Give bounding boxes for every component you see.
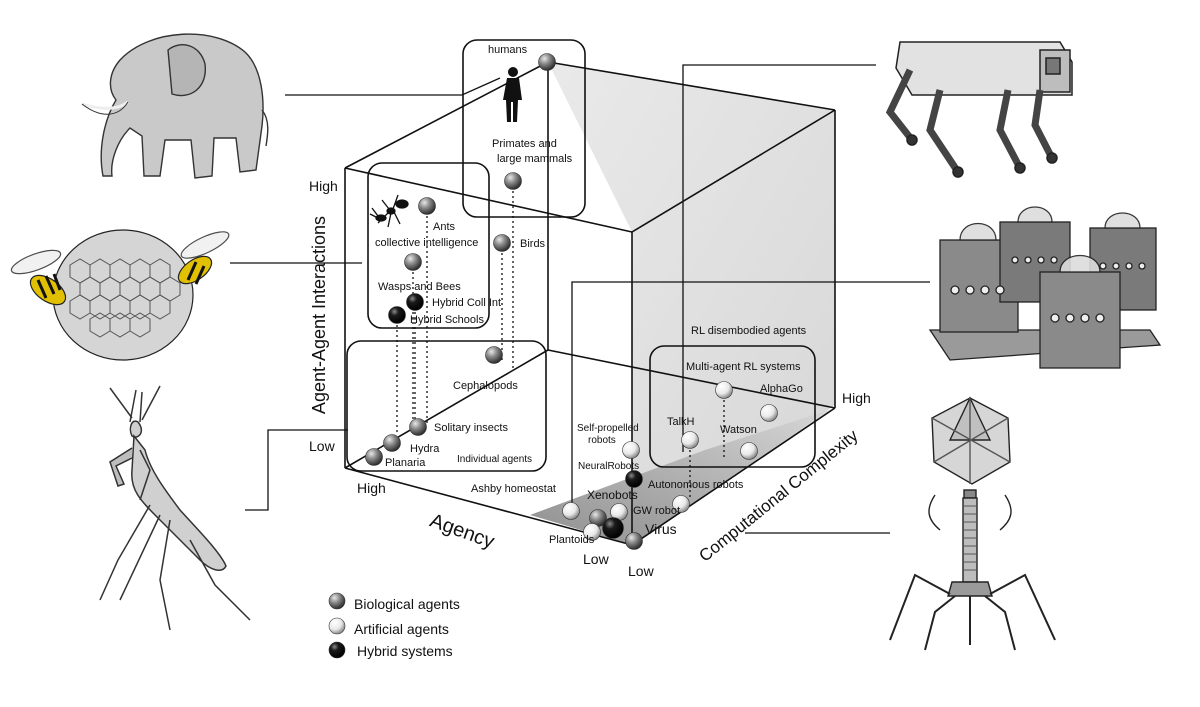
legend-artificial-marker xyxy=(328,617,346,635)
solitary-insects-point xyxy=(409,418,427,436)
label-cephalopods: Cephalopods xyxy=(453,380,518,392)
label-autonomous: Autonomous robots xyxy=(648,479,744,491)
label-solitary: Solitary insects xyxy=(434,422,508,434)
label-humans: humans xyxy=(488,44,528,56)
label-plantoids: Plantoids xyxy=(549,534,595,546)
agent-spheres xyxy=(365,53,778,550)
agency-axis-title: Agency xyxy=(427,510,497,553)
dotted-projections xyxy=(396,181,725,500)
elephant-illustration-icon xyxy=(81,33,269,179)
label-primates-2: large mammals xyxy=(497,153,573,165)
vertical-axis-title: Agent-Agent Interactions xyxy=(309,216,329,414)
back-wall-shading xyxy=(548,62,835,545)
group-boxes xyxy=(346,39,816,472)
label-primates-1: Primates and xyxy=(492,138,557,150)
human-silhouette-icon xyxy=(503,67,522,122)
quadruped-robot-illustration-icon xyxy=(885,41,1073,178)
label-xenobots: Xenobots xyxy=(587,488,638,502)
hybrid-plant-point xyxy=(602,517,624,539)
ant-icon xyxy=(369,194,409,228)
gw-robot-point xyxy=(672,495,690,513)
watson-point xyxy=(760,404,778,422)
label-watson: Watson xyxy=(720,424,757,436)
hybrid-schools-point xyxy=(388,306,406,324)
plantoids-point xyxy=(583,523,601,541)
praying-mantis-illustration-icon xyxy=(99,385,251,631)
label-rl-disembodied: RL disembodied agents xyxy=(691,325,807,337)
legend-biological-label: Biological agents xyxy=(354,596,460,612)
vertical-axis-high: High xyxy=(309,178,338,194)
agency-axis-low: Low xyxy=(583,551,610,567)
complexity-axis-low: Low xyxy=(628,563,655,579)
planaria-point xyxy=(365,448,383,466)
autonomous-robots-point xyxy=(625,470,643,488)
complexity-axis-high: High xyxy=(842,390,871,406)
label-hybrid-schools: Hybrid Schools xyxy=(410,314,484,326)
birds-point xyxy=(493,234,511,252)
hybrid-coll-point xyxy=(406,293,424,311)
humans-box xyxy=(462,39,586,218)
legend-artificial-label: Artificial agents xyxy=(354,621,449,637)
label-ants: Ants xyxy=(433,221,456,233)
label-talkh: TalkH xyxy=(667,416,695,428)
legend-hybrid-marker xyxy=(328,641,346,659)
ashby-point xyxy=(562,502,580,520)
rl-box xyxy=(649,345,816,468)
label-multi-rl: Multi-agent RL systems xyxy=(686,361,801,373)
bacteriophage-illustration-icon xyxy=(889,396,1056,651)
label-planaria: Planaria xyxy=(385,457,426,469)
label-gw-robot: GW robot xyxy=(633,505,680,517)
label-ashby: Ashby homeostat xyxy=(471,483,556,495)
agency-axis-high: High xyxy=(357,480,386,496)
label-virus: Virus xyxy=(645,521,677,537)
label-individual: Individual agents xyxy=(457,454,532,465)
hydra-point xyxy=(383,434,401,452)
label-neuralrobots: NeuralRobots xyxy=(578,461,639,472)
illustration-connectors xyxy=(230,64,930,534)
label-self-propelled-1: Self-propelled xyxy=(577,423,639,434)
talkh-point xyxy=(681,431,699,449)
label-hydra: Hydra xyxy=(410,443,440,455)
alphago-point xyxy=(715,381,733,399)
vertical-axis-low: Low xyxy=(309,438,336,454)
collective-box xyxy=(367,162,490,329)
virus-point xyxy=(625,532,643,550)
label-self-propelled-2: robots xyxy=(588,435,616,446)
legend: Biological agents Artificial agents Hybr… xyxy=(328,592,460,659)
legend-hybrid-label: Hybrid systems xyxy=(357,643,453,659)
wasps-point xyxy=(404,253,422,271)
self-propelled-point xyxy=(622,441,640,459)
rl-extra-point xyxy=(740,442,758,460)
cephalopods-point xyxy=(485,346,503,364)
ants-point xyxy=(418,197,436,215)
legend-biological-marker xyxy=(328,592,346,610)
label-collective: collective intelligence xyxy=(375,237,478,249)
point-labels: humans Primates and large mammals Ants c… xyxy=(375,44,807,546)
label-wasps: Wasps and Bees xyxy=(378,281,461,293)
computer-servers-illustration-icon xyxy=(928,206,1162,369)
label-alphago: AlphaGo xyxy=(760,383,803,395)
label-hybrid-coll: Hybrid Coll Int xyxy=(432,297,501,309)
humans-point xyxy=(538,53,556,71)
floor-shading xyxy=(530,408,835,545)
primates-point xyxy=(504,172,522,190)
label-birds: Birds xyxy=(520,238,546,250)
individual-box xyxy=(346,340,547,472)
wasp-nest-illustration-icon xyxy=(10,229,230,361)
